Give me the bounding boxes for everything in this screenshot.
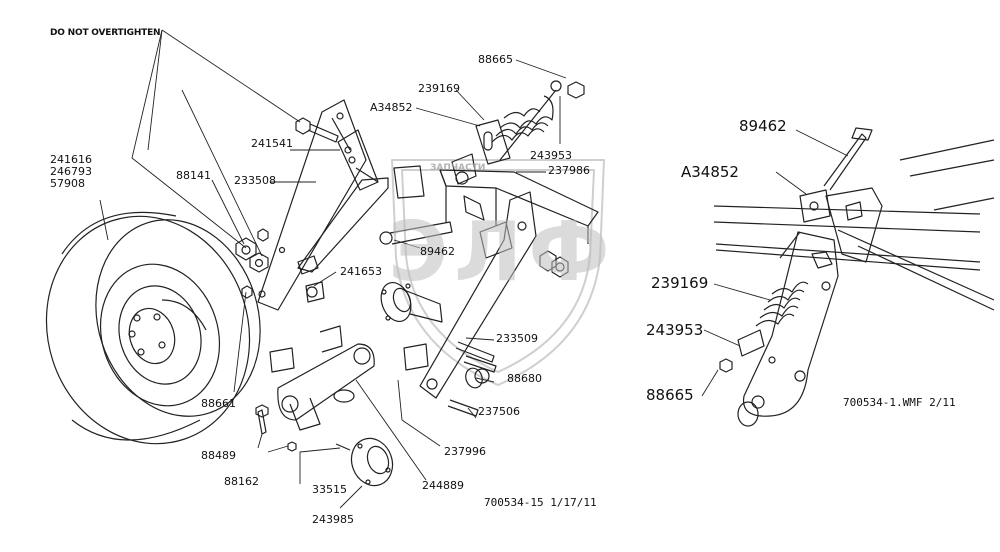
part-label-241541: 241541 xyxy=(251,137,293,150)
lower-bolts xyxy=(255,404,297,452)
part-label-233508: 233508 xyxy=(234,174,276,187)
detail-leader-lines xyxy=(701,129,849,397)
part-label-57908: 57908 xyxy=(50,177,85,190)
detail-part-label-88665: 88665 xyxy=(646,386,694,404)
part-label-233509: 233509 xyxy=(496,332,538,345)
link-rod xyxy=(297,177,389,303)
long-pin xyxy=(379,221,453,245)
wheel-hub xyxy=(380,282,443,323)
part-label-237986: 237986 xyxy=(548,164,590,177)
detail-bracket xyxy=(799,187,883,263)
part-label-241616: 241616 xyxy=(50,153,92,166)
spring-assembly xyxy=(491,80,585,161)
detail-part-label-A34852: A34852 xyxy=(681,163,739,181)
spacer-plates xyxy=(269,343,429,373)
part-label-89462: 89462 xyxy=(420,245,455,258)
leader-lines xyxy=(99,29,567,509)
wheel-tire xyxy=(45,211,261,445)
watermark-logo-text: ЭЛФ xyxy=(388,205,616,300)
part-label-33515: 33515 xyxy=(312,483,347,496)
main-drawing-id: 700534-15 1/17/11 xyxy=(484,496,597,509)
detail-arm xyxy=(737,231,839,427)
warning-note: DO NOT OVERTIGHTEN xyxy=(50,28,161,38)
part-label-A34852: A34852 xyxy=(370,101,413,114)
part-label-239169: 239169 xyxy=(418,82,460,95)
toolbar-frame xyxy=(393,153,599,244)
pivot-arm xyxy=(419,191,569,399)
part-label-243985: 243985 xyxy=(312,513,354,526)
part-label-88141: 88141 xyxy=(176,169,211,182)
detail-toolbar xyxy=(713,139,995,311)
part-label-244889: 244889 xyxy=(422,479,464,492)
watermark-small-text: ЗАПЧАСТИ xyxy=(430,163,486,173)
part-label-88680: 88680 xyxy=(507,372,542,385)
part-label-88489: 88489 xyxy=(201,449,236,462)
part-label-237506: 237506 xyxy=(478,405,520,418)
lower-arm xyxy=(277,325,375,431)
part-label-243953: 243953 xyxy=(530,149,572,162)
detail-part-label-239169: 239169 xyxy=(651,274,709,292)
wheel-bolts-nuts xyxy=(235,228,269,299)
part-label-246793: 246793 xyxy=(50,165,92,178)
part-label-88665: 88665 xyxy=(478,53,513,66)
slotted-plate xyxy=(475,119,511,165)
detail-bolt xyxy=(823,127,873,191)
pivot-bolt xyxy=(295,117,339,143)
part-label-241653: 241653 xyxy=(340,265,382,278)
detail-spring xyxy=(719,281,809,373)
part-label-88661: 88661 xyxy=(201,397,236,410)
lower-hub xyxy=(335,437,394,487)
small-bolts xyxy=(447,341,497,417)
detail-drawing-id: 700534-1.WMF 2/11 xyxy=(843,396,956,409)
part-label-237996: 237996 xyxy=(444,445,486,458)
part-label-88162: 88162 xyxy=(224,475,259,488)
mount-bracket xyxy=(337,129,379,191)
detail-part-label-89462: 89462 xyxy=(739,117,787,135)
detail-part-label-243953: 243953 xyxy=(646,321,704,339)
